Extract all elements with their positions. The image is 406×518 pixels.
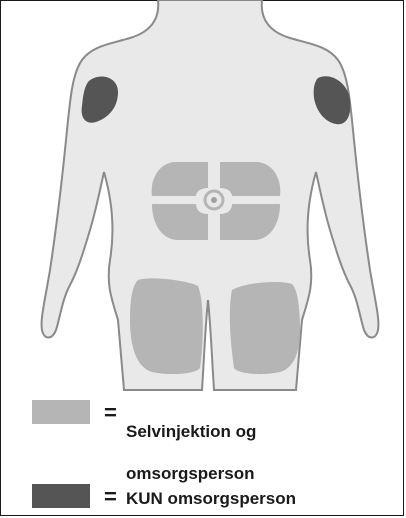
legend-label-caregiver-only: KUN omsorgsperson [126,488,296,509]
legend-label-self-and-caregiver-line2: omsorgsperson [126,463,256,484]
zone-right-thigh [230,282,300,374]
legend-equals-1: = [104,402,117,424]
legend-label-self-and-caregiver-line1: Selvinjektion og [126,421,256,442]
body-silhouette [42,0,379,390]
legend-equals-2: = [104,486,117,508]
legend-swatch-caregiver-only [32,484,90,508]
legend-swatch-self-and-caregiver [32,400,90,424]
navel [211,197,217,203]
zone-left-thigh [130,278,203,374]
